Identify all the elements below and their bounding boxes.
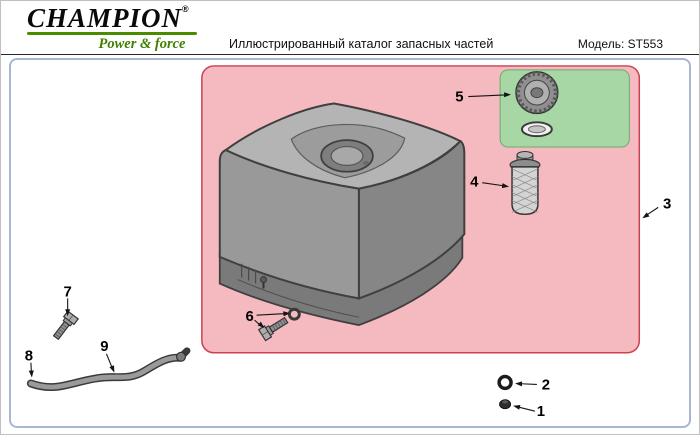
grommet-illustration (499, 399, 512, 410)
o-ring-illustration (497, 374, 513, 391)
brand-name: CHAMPION (27, 3, 183, 33)
callout-9: 9 (100, 339, 108, 355)
callout-leader-3 (645, 206, 659, 216)
callout-leaders (28, 92, 659, 412)
parts-diagram-canvas: 1 2 3 4 5 6 7 8 9 (25, 65, 671, 420)
hose-clamp-bolt-illustration (52, 310, 80, 341)
bolt-washer-illustration (287, 307, 301, 321)
header-divider (1, 54, 699, 55)
fuel-hose-illustration (26, 347, 191, 391)
tank-bolt-illustration (257, 316, 289, 342)
logo-underline (27, 32, 197, 36)
cap-gasket-illustration (520, 121, 553, 138)
fuel-cap-illustration (515, 71, 559, 115)
callout-1: 1 (537, 404, 545, 420)
callout-leader-6b (254, 319, 260, 326)
callout-leader-9 (105, 353, 113, 368)
trademark-symbol: ® (182, 4, 189, 14)
callout-leader-5 (468, 94, 506, 98)
fuel-filter-illustration (509, 151, 541, 216)
callout-leader-6a (256, 313, 284, 316)
callout-8: 8 (25, 349, 33, 365)
fuel-tank-illustration (218, 102, 466, 327)
model-label: Модель: ST553 (577, 37, 663, 51)
callout-leader-4 (482, 182, 503, 187)
brand-row: CHAMPION® (27, 4, 222, 32)
callout-2: 2 (542, 377, 550, 393)
callout-7: 7 (64, 284, 72, 300)
callout-leader-2 (520, 383, 537, 385)
callout-5: 5 (455, 90, 463, 106)
callout-3: 3 (663, 196, 671, 212)
callout-6: 6 (245, 309, 253, 325)
page-title: Иллюстрированный каталог запасных частей (229, 37, 494, 51)
parts-diagram: 1 2 3 4 5 6 7 8 9 (9, 58, 691, 428)
brand-tagline: Power & force (98, 36, 186, 53)
champion-logo: CHAMPION® Power & force (27, 4, 222, 53)
callout-leader-1 (518, 406, 536, 412)
callout-4: 4 (470, 175, 479, 191)
hose-fitting (175, 351, 187, 362)
